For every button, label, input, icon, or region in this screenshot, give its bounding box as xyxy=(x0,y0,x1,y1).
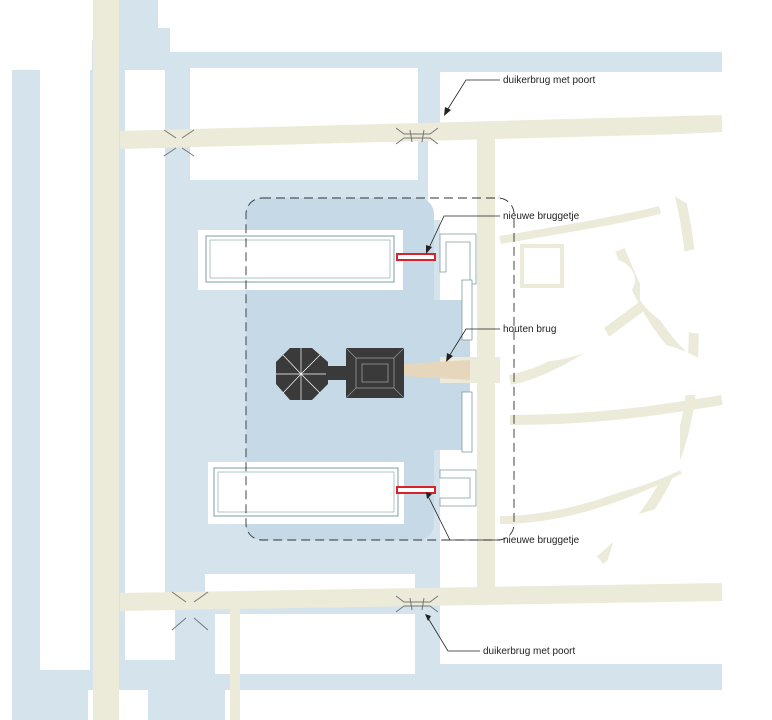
label-wooden-bridge: houten brug xyxy=(503,324,556,335)
label-culvert-bridge-top: duikerbrug met poort xyxy=(503,75,595,86)
island-beds xyxy=(198,230,404,524)
new-bridge-top xyxy=(396,253,436,261)
pavilion-link xyxy=(326,366,348,380)
wooden-bridge xyxy=(404,360,470,380)
pavilion-square xyxy=(345,347,405,399)
culvert-bridge-bottom xyxy=(395,595,439,613)
shore-edging xyxy=(439,233,477,507)
leader-lines xyxy=(427,79,500,652)
boundary xyxy=(245,197,515,541)
crossing-marker-bottom xyxy=(171,591,209,631)
new-bridge-bottom xyxy=(396,486,436,494)
path-network xyxy=(93,0,723,720)
label-new-bridge-top: nieuwe bruggetje xyxy=(503,211,580,222)
label-new-bridge-bottom: nieuwe bruggetje xyxy=(503,535,580,546)
pavilion-octagon xyxy=(276,348,328,400)
park-lawns xyxy=(500,132,722,585)
label-culvert-bridge-bottom: duikerbrug met poort xyxy=(483,646,575,657)
crossing-marker-top xyxy=(163,129,195,157)
culvert-bridge-top xyxy=(395,127,439,145)
leader-arrowheads xyxy=(425,107,453,621)
small-square-block xyxy=(520,244,564,288)
